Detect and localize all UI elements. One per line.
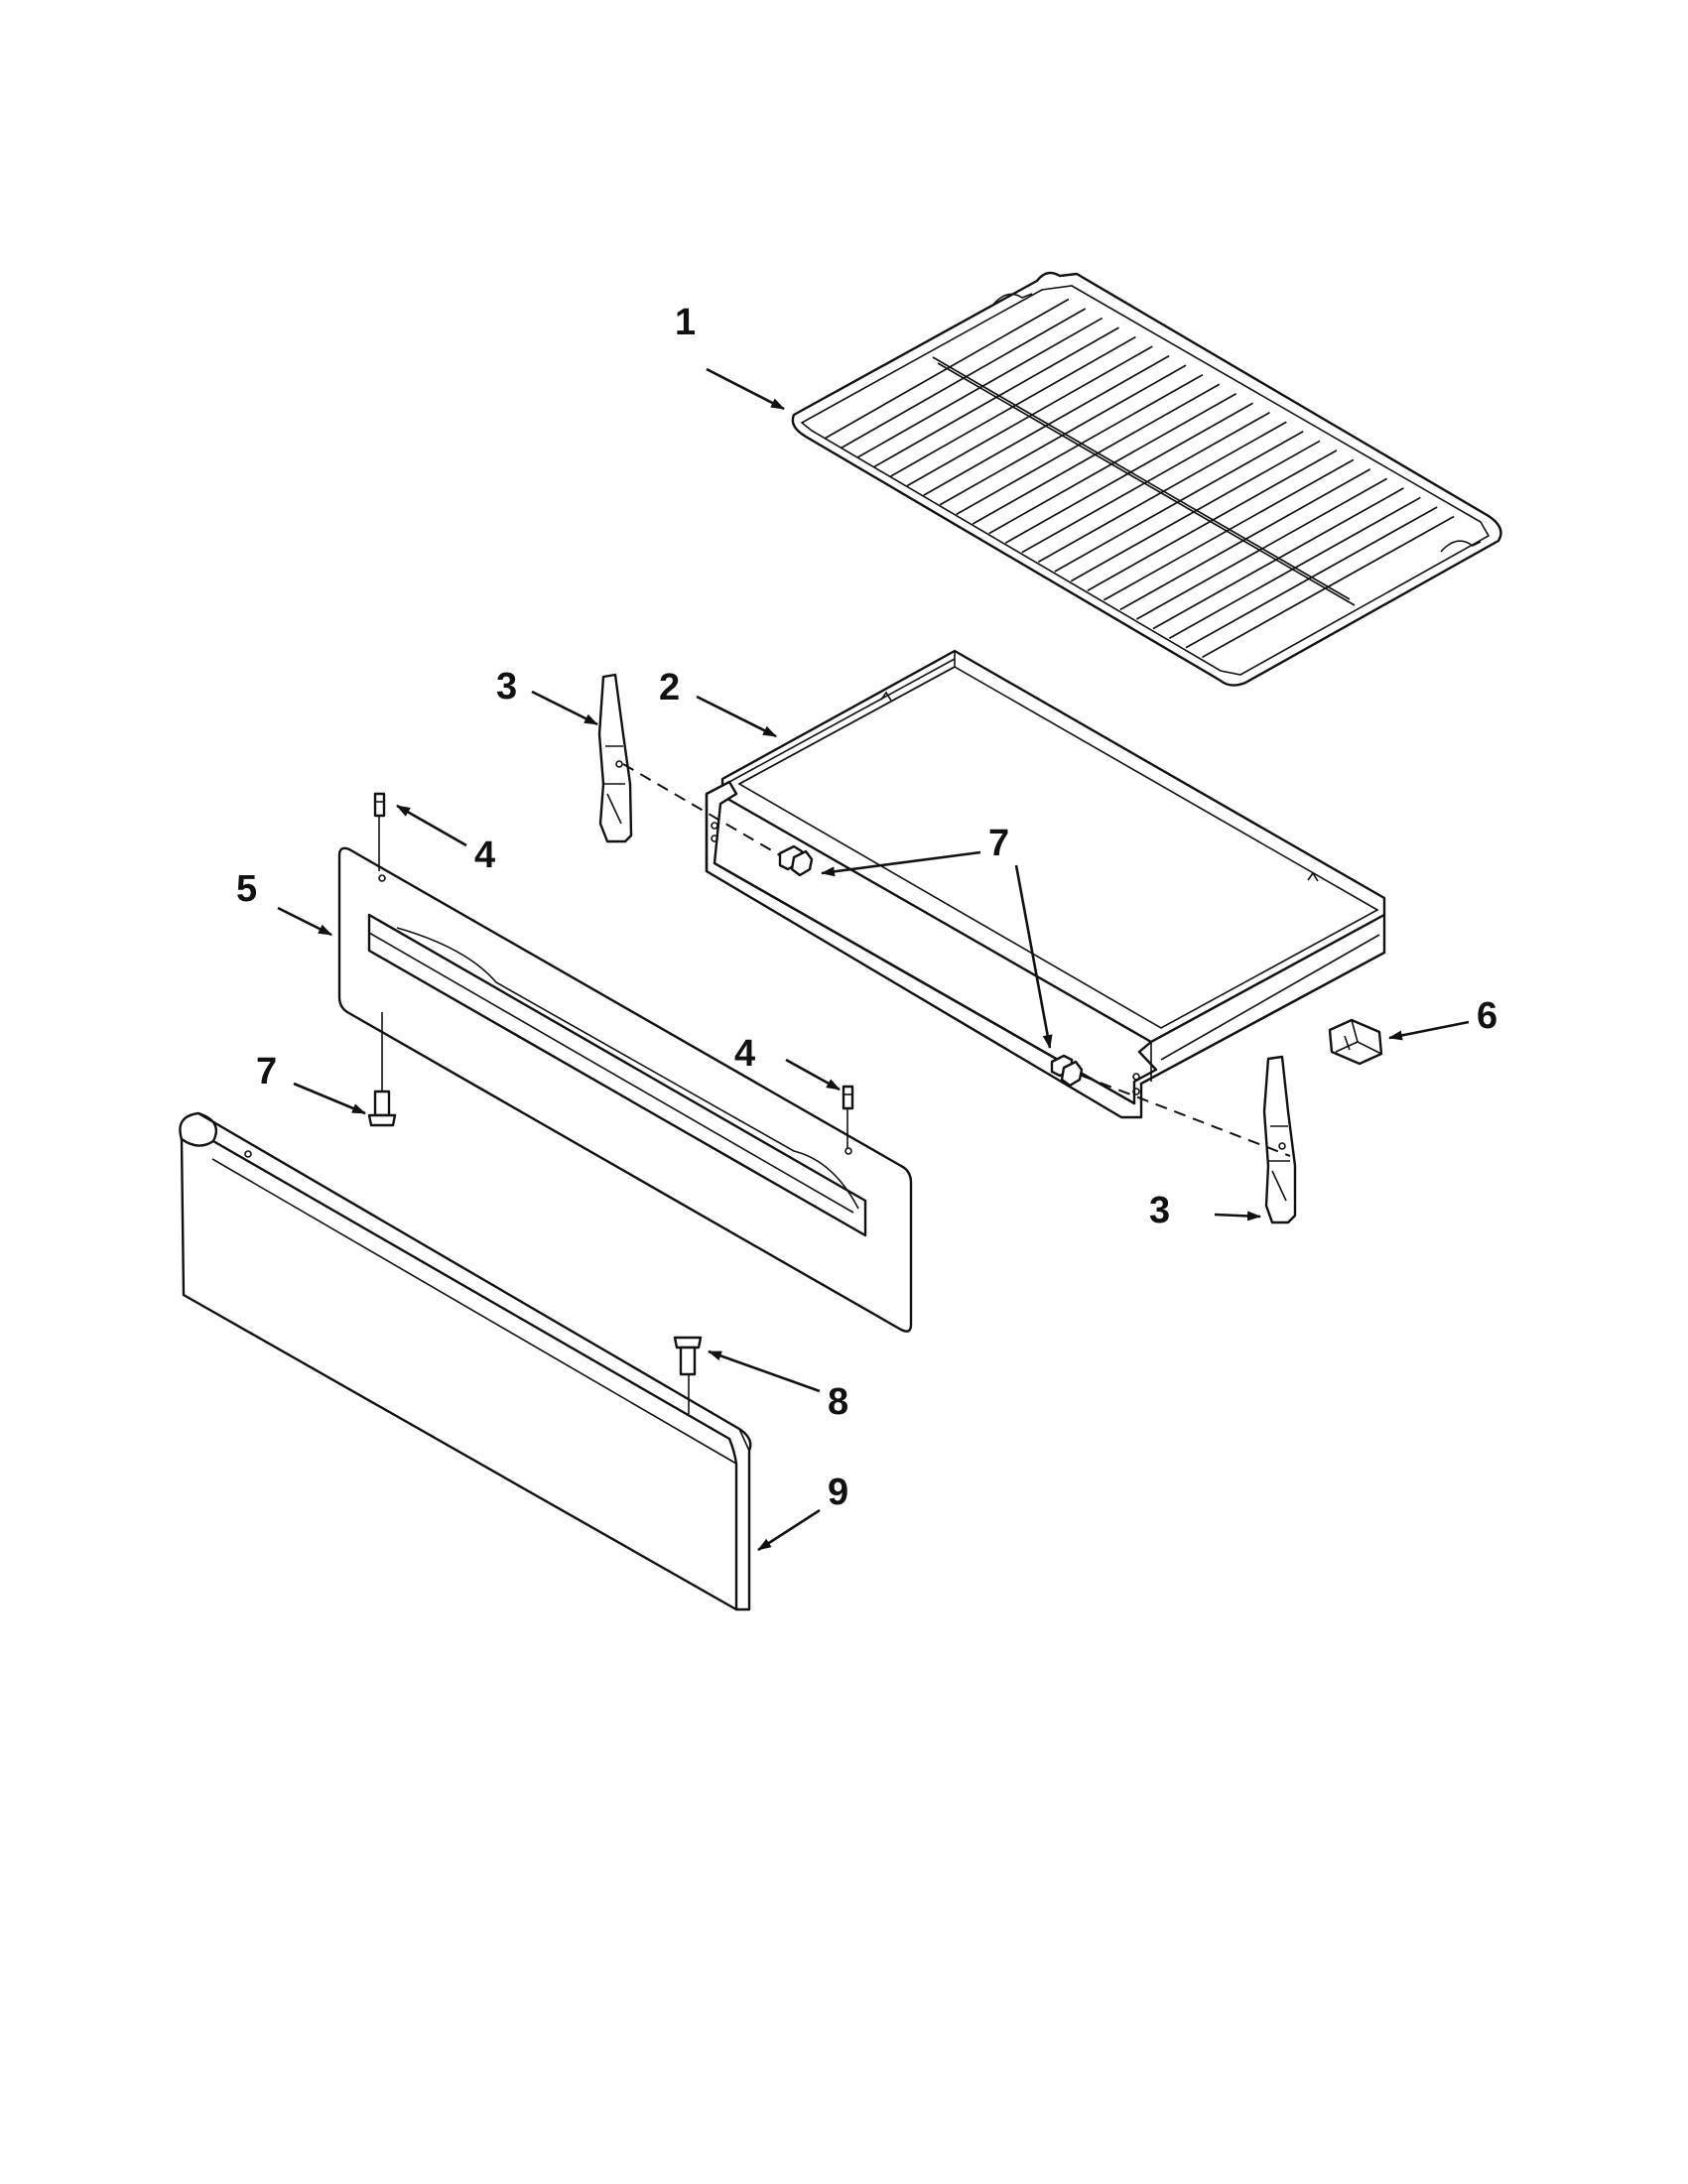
rack-wire	[1054, 431, 1304, 573]
callout-4-right: 4	[734, 1033, 755, 1075]
rack-wire	[1037, 421, 1287, 564]
rack-wire	[825, 298, 1070, 440]
drawer-stop-clip	[1328, 1018, 1383, 1066]
rack-wire	[923, 354, 1170, 496]
rack-wire	[1070, 440, 1321, 582]
callout-5: 5	[236, 868, 257, 910]
screw-8	[673, 1336, 703, 1414]
alignment-line-right	[1081, 1075, 1291, 1157]
drawer-front-trim	[179, 1111, 752, 1611]
rack-wire	[1004, 402, 1253, 544]
callout-1: 1	[675, 302, 696, 343]
callout-3-left: 3	[496, 666, 517, 707]
drawer-body	[705, 649, 1386, 1119]
rack-wire	[841, 308, 1087, 449]
rack-wire	[956, 373, 1204, 516]
rack-wire	[906, 345, 1153, 487]
callout-4-left: 4	[474, 835, 495, 876]
rack-wire	[1152, 487, 1404, 630]
rack-wire	[1169, 496, 1421, 639]
callout-2: 2	[659, 667, 680, 708]
rack-wire	[857, 317, 1104, 458]
callout-9: 9	[828, 1472, 848, 1513]
stud-4b	[842, 1085, 854, 1149]
callout-6: 6	[1477, 995, 1497, 1037]
oven-rack	[791, 271, 1502, 687]
stud-4a	[373, 792, 386, 871]
rack-wire	[1103, 458, 1355, 601]
callout-7-drawer: 7	[988, 823, 1009, 864]
rack-wire	[1135, 477, 1388, 620]
rack-wire	[1119, 468, 1371, 611]
rack-wire	[939, 364, 1187, 506]
rack-wire	[1202, 515, 1455, 659]
drawer-front-panel	[337, 846, 913, 1333]
callout-8: 8	[828, 1381, 848, 1423]
alignment-line-left	[622, 763, 781, 856]
callout-3-right: 3	[1149, 1190, 1170, 1231]
rack-wire	[988, 392, 1237, 535]
drawer-slide-bracket-left	[597, 673, 633, 843]
rack-wire	[972, 383, 1221, 525]
rack-wire	[890, 335, 1136, 477]
rack-wire	[1185, 506, 1438, 649]
rack-wire	[1087, 450, 1338, 591]
callout-labels: 1 2 3 3 4 4 5 6 7 7 8 9	[236, 302, 1497, 1513]
screw-7a	[778, 844, 814, 877]
drawer-slide-bracket-right	[1262, 1055, 1297, 1224]
leader-arrows	[277, 367, 1470, 1552]
rack-wire	[1021, 412, 1270, 554]
screw-7b	[1050, 1054, 1084, 1088]
rack-wire	[873, 326, 1119, 468]
callout-7-left: 7	[256, 1051, 277, 1092]
screw-7c	[367, 1012, 397, 1127]
